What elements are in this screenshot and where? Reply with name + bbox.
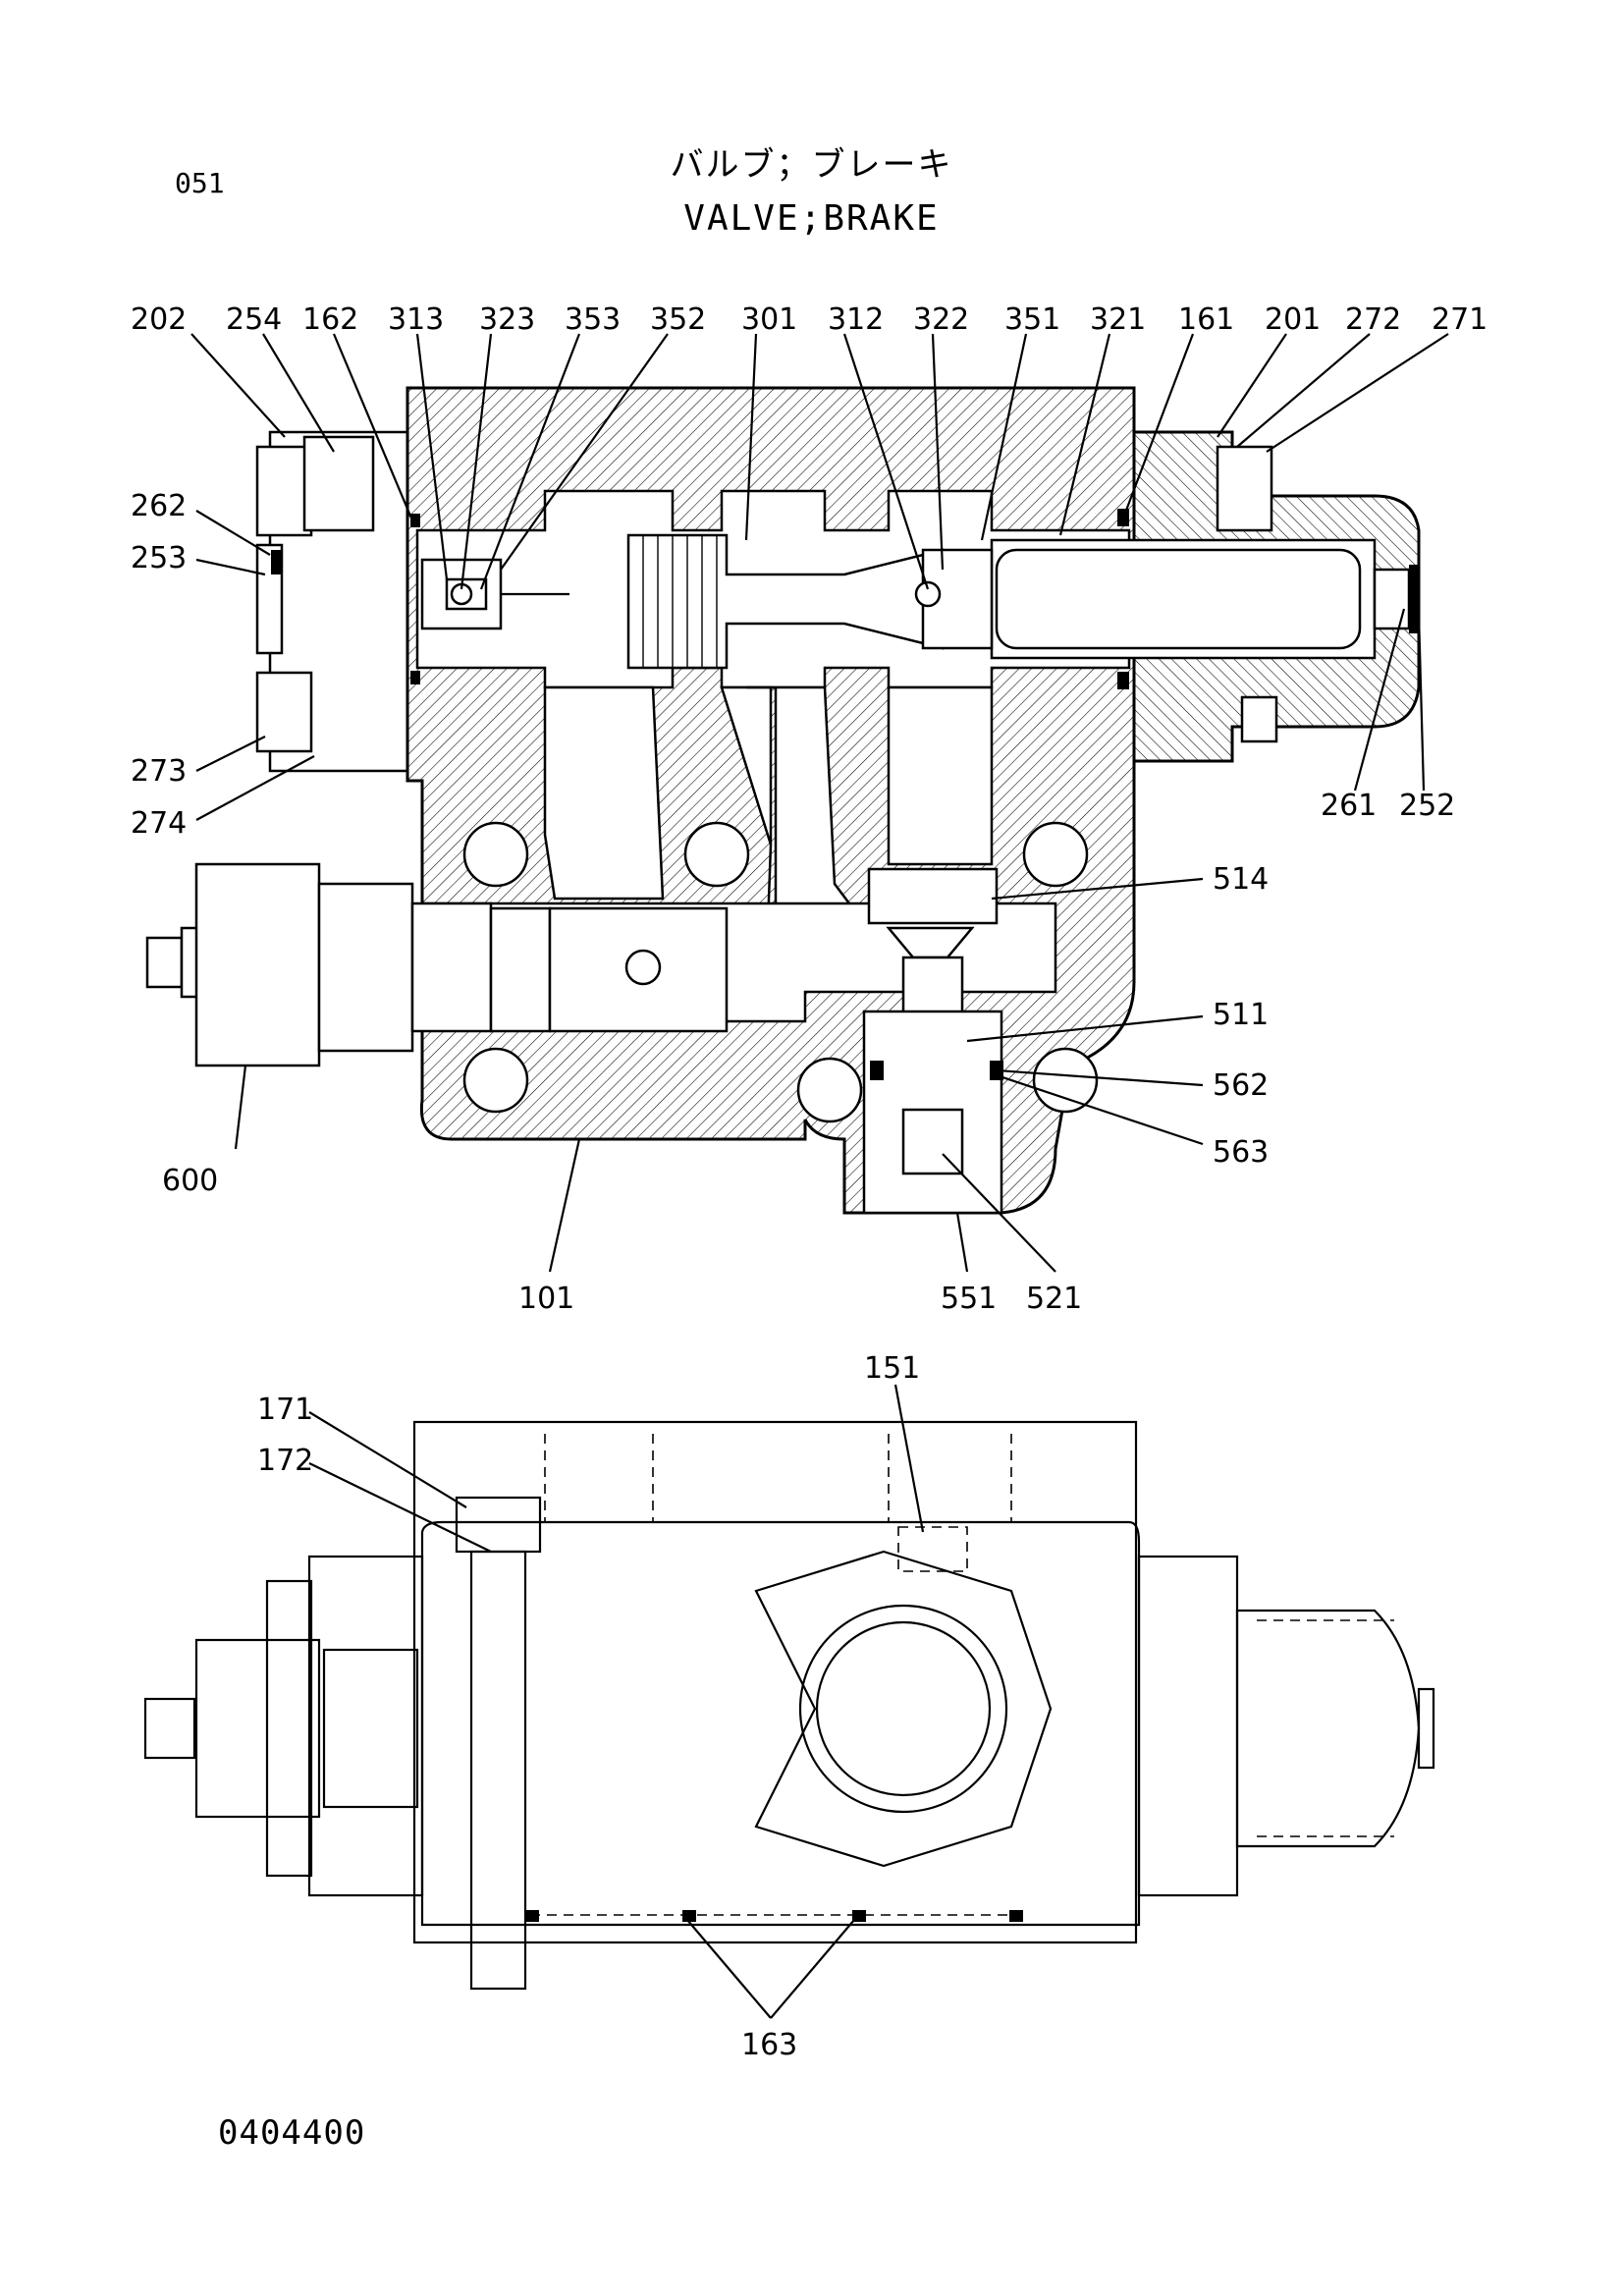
solenoid [145,862,729,1067]
callout-labels: 202 254 162 313 323 353 352 301 312 322 … [131,302,1488,2062]
callout-351: 351 [1004,302,1060,337]
callout-551: 551 [941,1282,997,1316]
o-ring [1117,672,1129,689]
left-cover-ext [307,1555,424,1897]
port-ring [798,1604,1008,1814]
callout-252: 252 [1399,789,1455,823]
seal-163 [852,1910,866,1922]
callout-600: 600 [162,1164,218,1198]
drawing-number: 0404400 [218,2113,366,2153]
solenoid-ext-nut [322,1648,419,1809]
section-view [145,386,1421,1215]
callout-163: 163 [741,2028,797,2062]
callout-101: 101 [518,1282,574,1316]
callout-201: 201 [1265,302,1321,337]
callout-271: 271 [1432,302,1488,337]
seal-163 [525,1910,539,1922]
callout-202: 202 [131,302,187,337]
left-cover-bolt-bottom [255,671,313,753]
callout-321: 321 [1090,302,1146,337]
solenoid-ext [194,1638,321,1819]
right-cover-bolt-top [1216,445,1273,532]
callout-352: 352 [650,302,706,337]
spring [995,548,1362,650]
casting-hole [683,821,750,888]
callout-322: 322 [913,302,969,337]
right-cap-ext [1235,1609,1421,1848]
title-japanese: バルブ；ブレーキ [670,145,953,185]
plug-seal [271,550,283,574]
callout-274: 274 [131,806,187,841]
callout-521: 521 [1026,1282,1082,1316]
callout-262: 262 [131,489,187,523]
port-ring-inner [815,1620,992,1797]
seal-163 [1009,1910,1023,1922]
title-english: VALVE;BRAKE [683,198,940,239]
solenoid-ext-tip [143,1697,196,1760]
left-cover-flange [302,435,375,532]
callout-254: 254 [226,302,282,337]
body-outline [412,1420,1138,1944]
bolt-shank [469,1550,527,1991]
bolt-head-171 [455,1496,542,1554]
callout-161: 161 [1178,302,1234,337]
page-number: 051 [175,167,225,199]
casting-hole [462,1047,529,1114]
left-cover-ext-flange [265,1579,313,1878]
o-ring [410,514,420,527]
right-cap-tip [1417,1687,1435,1770]
body-front [420,1520,1141,1927]
callout-253: 253 [131,541,187,575]
port-hex [754,1550,1053,1868]
callout-323: 323 [479,302,535,337]
casting-hole [1032,1047,1099,1114]
spool-grooves [642,535,718,668]
casting-hole [1022,821,1089,888]
callout-514: 514 [1213,862,1269,897]
end-plug-seal [1409,565,1419,633]
callout-261: 261 [1321,789,1377,823]
leader-lines [190,333,1449,2019]
o-ring [410,671,420,684]
valve-seat [867,867,999,925]
callout-563: 563 [1213,1135,1269,1170]
external-view [143,1420,1435,1991]
plug-151-ext [897,1526,968,1572]
callout-273: 273 [131,754,187,789]
end-plug [1373,568,1411,630]
callout-171: 171 [257,1393,313,1427]
o-ring [1117,509,1129,526]
check-seat [921,548,994,650]
callout-151: 151 [864,1351,920,1386]
callout-272: 272 [1345,302,1401,337]
seal-163 [682,1910,696,1922]
casting-hole [796,1057,863,1123]
passage-right [887,685,994,866]
callout-353: 353 [565,302,621,337]
seal-562b [870,1061,884,1080]
callout-511: 511 [1213,998,1269,1032]
right-cover-bolt-bottom [1240,695,1278,743]
callout-562: 562 [1213,1068,1269,1103]
callout-301: 301 [741,302,797,337]
right-cover-ext [1137,1555,1239,1897]
callout-313: 313 [388,302,444,337]
check-ball [914,580,942,608]
casting-hole [462,821,529,888]
callout-172: 172 [257,1444,313,1478]
callout-312: 312 [828,302,884,337]
callout-162: 162 [302,302,358,337]
passage-left [543,685,665,901]
